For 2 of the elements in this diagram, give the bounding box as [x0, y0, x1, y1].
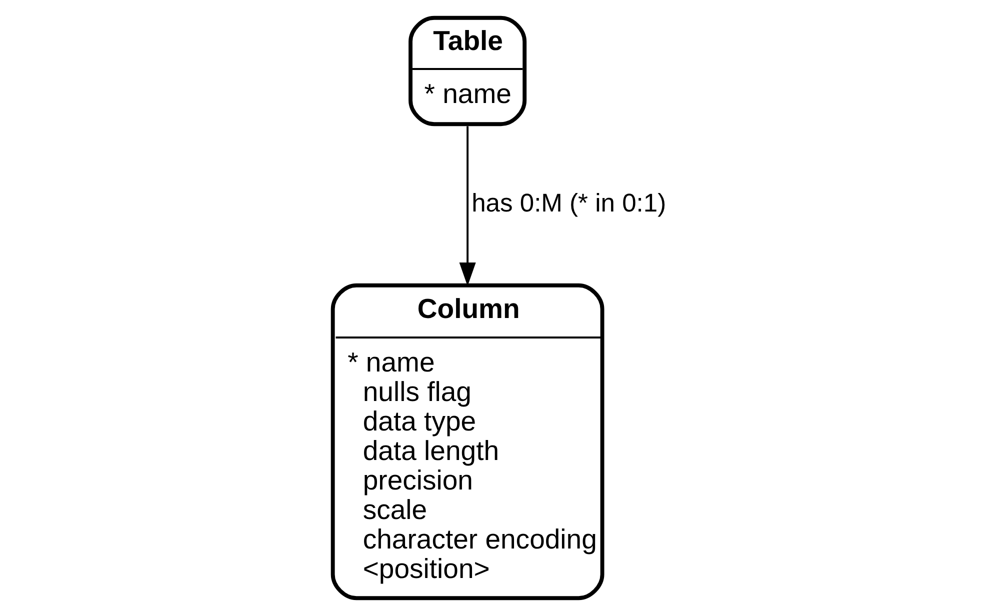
- arrow: [458, 126, 476, 286]
- edge-label: has 0:M (* in 0:1): [471, 189, 666, 218]
